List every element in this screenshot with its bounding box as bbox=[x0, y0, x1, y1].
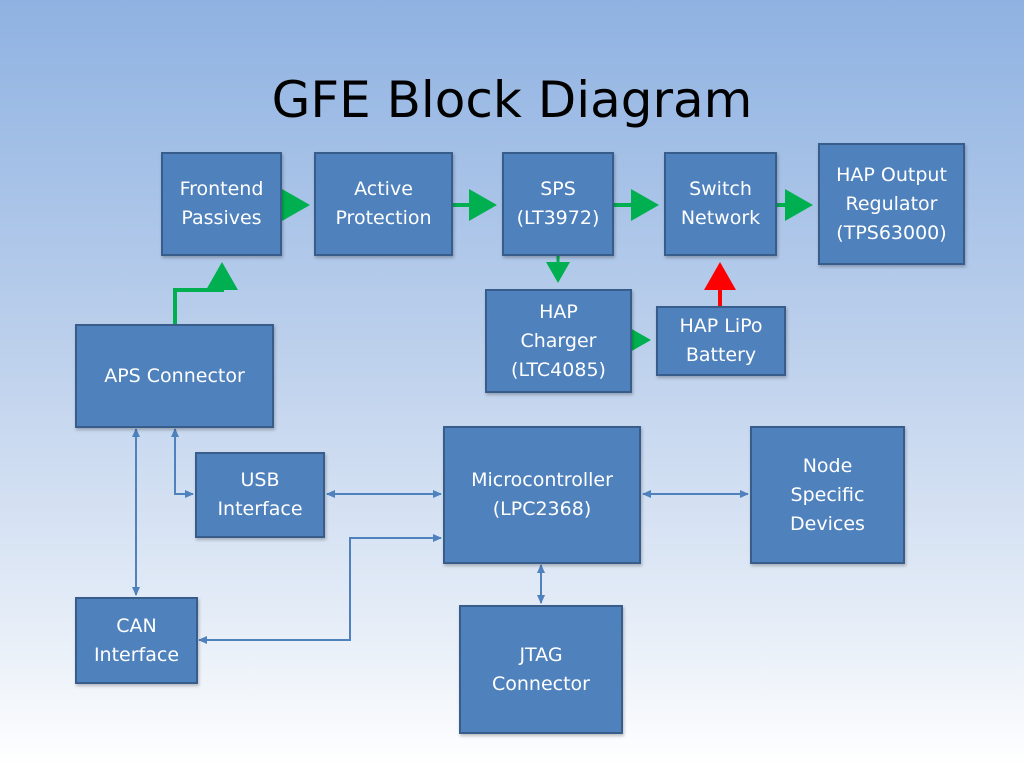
microcontroller-block: Microcontroller (LPC2368) bbox=[443, 426, 641, 564]
usb-interface-label: USB Interface bbox=[217, 469, 303, 520]
node-specific-devices-block: Node Specific Devices bbox=[750, 426, 905, 564]
frontend-passives-label: Frontend Passives bbox=[179, 178, 264, 229]
jtag-connector-block: JTAG Connector bbox=[459, 605, 623, 734]
can-interface-block: CAN Interface bbox=[75, 597, 198, 684]
hap-lipo-battery-label: HAP LiPo Battery bbox=[679, 315, 763, 366]
link-aps-usb bbox=[171, 428, 194, 498]
switch-network-block: Switch Network bbox=[664, 152, 777, 256]
sps-label: SPS (LT3972) bbox=[516, 178, 600, 229]
frontend-passives-block: Frontend Passives bbox=[161, 152, 282, 256]
active-protection-label: Active Protection bbox=[335, 178, 432, 229]
page-title: GFE Block Diagram bbox=[271, 71, 753, 129]
active-protection-block: Active Protection bbox=[314, 152, 453, 256]
jtag-connector-label: JTAG Connector bbox=[492, 643, 590, 695]
can-interface-label: CAN Interface bbox=[93, 614, 180, 666]
usb-interface-block: USB Interface bbox=[195, 452, 325, 538]
microcontroller-label: Microcontroller (LPC2368) bbox=[471, 469, 613, 520]
sps-block: SPS (LT3972) bbox=[502, 152, 614, 256]
aps-connector-block: APS Connector bbox=[75, 324, 274, 428]
aps-connector-label: APS Connector bbox=[104, 364, 245, 387]
hap-output-regulator-block: HAP Output Regulator (TPS63000) bbox=[818, 143, 965, 265]
hap-charger-block: HAP Charger (LTC4085) bbox=[485, 289, 632, 393]
hap-lipo-battery-block: HAP LiPo Battery bbox=[656, 306, 786, 376]
node-specific-devices-label: Node Specific Devices bbox=[790, 454, 865, 535]
arrow-aps-to-frontend bbox=[173, 262, 238, 324]
link-microcontroller-can bbox=[198, 534, 442, 644]
hap-charger-label: HAP Charger (LTC4085) bbox=[511, 300, 606, 381]
hap-output-regulator-label: HAP Output Regulator (TPS63000) bbox=[836, 163, 947, 244]
switch-network-label: Switch Network bbox=[680, 178, 761, 229]
